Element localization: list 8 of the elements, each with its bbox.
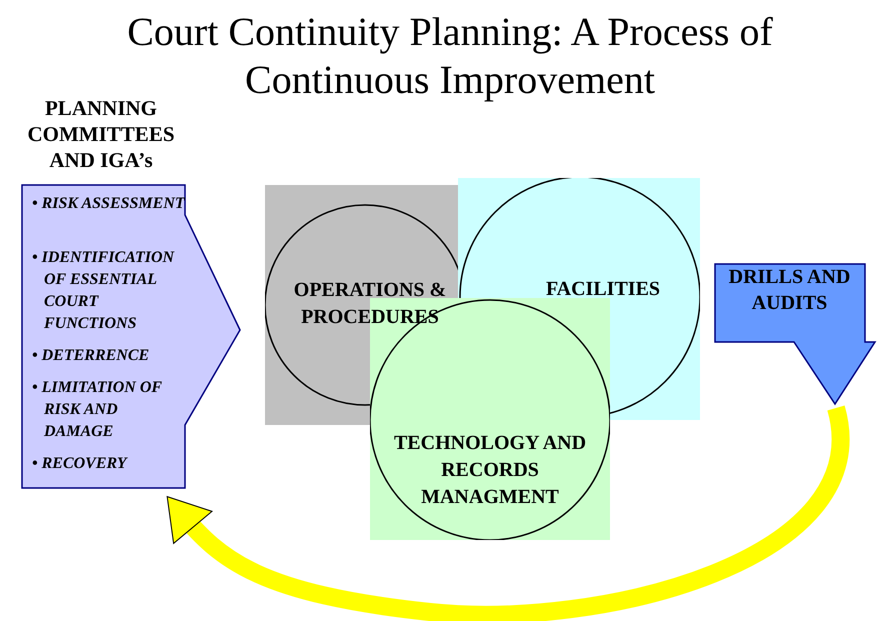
section-label: DRILLS AND AUDITS xyxy=(728,265,852,316)
curved-arrow xyxy=(166,406,850,621)
list-item: • DETERRENCE xyxy=(32,346,150,366)
list-item: • RECOVERY xyxy=(32,454,129,474)
list-item: • LIMITATION OF RISK AND DAMAGE xyxy=(32,378,163,442)
section-label: TECHNOLOGY AND RECORDS MANAGMENT xyxy=(392,431,588,510)
list-item: • IDENTIFICATION OF ESSENTIAL COURT FUNCTIONS xyxy=(32,248,176,334)
section-label: FACILITIES xyxy=(544,277,662,302)
